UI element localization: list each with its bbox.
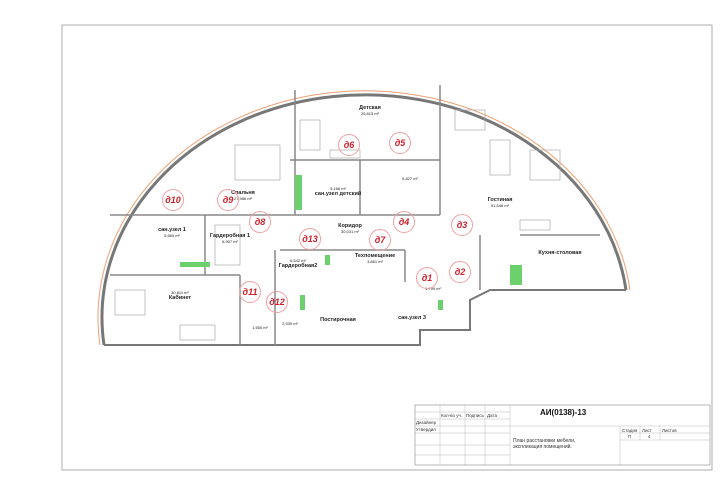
green-element	[180, 262, 210, 267]
green-element	[300, 295, 305, 310]
window-arc-outer	[97, 90, 631, 346]
green-element	[438, 300, 443, 310]
door-marker: д12	[266, 291, 288, 313]
tb-sheet-label: Лист	[642, 428, 652, 433]
door-marker: д11	[239, 281, 261, 303]
room-label: Постирочная	[320, 317, 356, 323]
room-label: 6,827 m²	[402, 176, 418, 181]
green-element	[295, 175, 302, 210]
door-marker: д8	[249, 211, 271, 233]
door-marker: д7	[369, 229, 391, 251]
green-element	[325, 255, 330, 265]
furniture	[114, 109, 561, 341]
exterior-wall-bottom	[104, 289, 626, 346]
tb-designer: Дизайнер	[416, 420, 437, 425]
exterior-wall-arc	[100, 93, 628, 346]
room-label: 1,550 m²	[252, 325, 268, 330]
room-label: Кухня-столовая	[538, 250, 582, 256]
door-marker: д1	[416, 267, 438, 289]
tb-sheet: 4	[648, 434, 651, 439]
interior-walls	[110, 85, 600, 345]
tb-stage-label: Стадия	[622, 428, 638, 433]
tb-description: План расстановки мебели, экспликация пом…	[513, 438, 576, 450]
tb-col-qty: Кол-во уч.	[441, 413, 463, 418]
door-marker: д10	[162, 189, 184, 211]
room-label: 2,539 m²	[282, 321, 298, 326]
tb-col-sign: Подпись	[466, 413, 484, 418]
tb-code: АИ(0138)-13	[540, 408, 587, 417]
green-element	[510, 265, 522, 285]
tb-sheets-label: Листов	[662, 428, 677, 433]
sheet-frame	[61, 24, 713, 471]
door-marker: д6	[338, 134, 360, 156]
tb-approved: Утвердил	[416, 427, 436, 432]
door-marker: д9	[217, 189, 239, 211]
door-marker: д4	[393, 211, 415, 233]
title-block-frame	[414, 404, 711, 466]
door-marker: д5	[389, 132, 411, 154]
tb-stage: П	[628, 434, 632, 439]
room-label: сан.узел 3	[398, 315, 426, 321]
door-marker: д2	[449, 261, 471, 283]
room-label: 1,799 m²	[425, 286, 441, 291]
tb-col-date: Дата	[487, 413, 497, 418]
door-marker: д3	[451, 214, 473, 236]
door-marker: д13	[299, 228, 321, 250]
title-block-grid	[415, 405, 710, 465]
